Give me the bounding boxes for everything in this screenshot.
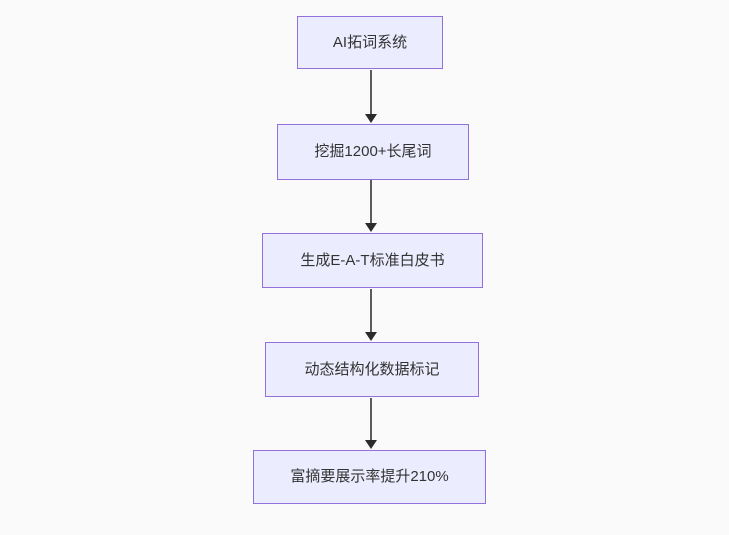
flowchart-arrow-4 bbox=[365, 398, 377, 449]
flowchart-node-ai-word-system: AI拓词系统 bbox=[297, 16, 443, 69]
arrow-head-icon bbox=[365, 332, 377, 341]
arrow-line bbox=[370, 398, 372, 440]
arrow-head-icon bbox=[365, 440, 377, 449]
node-label: 挖掘1200+长尾词 bbox=[314, 143, 432, 160]
arrow-line bbox=[370, 70, 372, 114]
arrow-line bbox=[370, 289, 372, 332]
arrow-head-icon bbox=[365, 114, 377, 123]
node-label: 生成E-A-T标准白皮书 bbox=[300, 251, 445, 269]
node-label: AI拓词系统 bbox=[332, 33, 408, 51]
node-label: 动态结构化数据标记 bbox=[304, 360, 440, 378]
flowchart-node-longtail-mining: 挖掘1200+长尾词 bbox=[277, 124, 469, 180]
flowchart-node-rich-snippet-result: 富摘要展示率提升210% bbox=[253, 450, 486, 504]
arrow-head-icon bbox=[365, 223, 377, 232]
flowchart-arrow-2 bbox=[365, 180, 377, 232]
flowchart-arrow-1 bbox=[365, 70, 377, 123]
node-label: 富摘要展示率提升210% bbox=[290, 468, 449, 485]
arrow-line bbox=[370, 180, 372, 223]
flowchart-arrow-3 bbox=[365, 289, 377, 341]
flowchart-node-structured-data: 动态结构化数据标记 bbox=[265, 342, 479, 397]
flowchart-node-eat-whitepaper: 生成E-A-T标准白皮书 bbox=[262, 233, 483, 288]
